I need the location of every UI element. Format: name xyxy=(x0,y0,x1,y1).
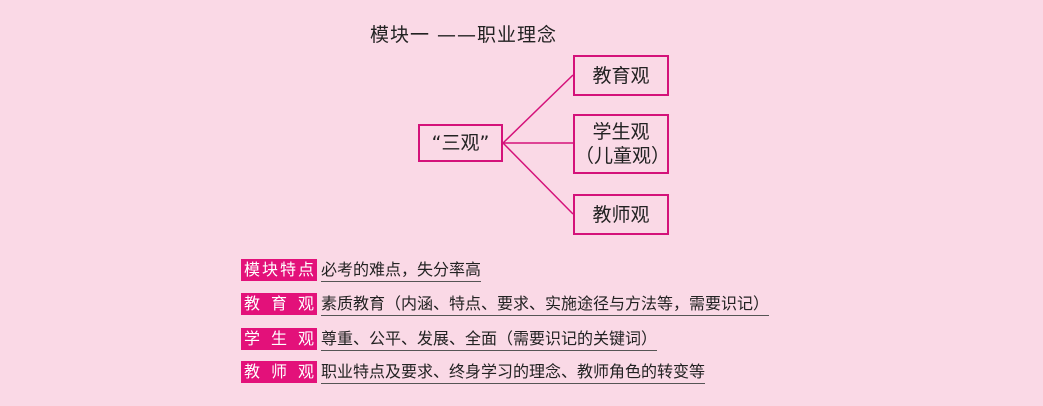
item-tag: 教 师 观 xyxy=(241,361,317,383)
mindmap-node-teacher-view: 教师观 xyxy=(573,194,669,235)
item-tag: 教 育 观 xyxy=(241,293,317,315)
node-sublabel: （儿童观） xyxy=(575,145,671,167)
mindmap-root-node: “三观” xyxy=(418,124,503,162)
item-description: 素质教育（内涵、特点、要求、实施途径与方法等，需要识记） xyxy=(321,293,770,316)
item-tag: 模 块 特 点 xyxy=(241,259,317,281)
node-label: 学生观 xyxy=(592,121,650,143)
mindmap-node-education-view: 教育观 xyxy=(573,55,669,96)
root-label: “三观” xyxy=(431,132,490,154)
item-module-feature: 模 块 特 点 必考的难点，失分率高 xyxy=(241,259,482,282)
item-tag: 学 生 观 xyxy=(241,328,317,350)
item-description: 尊重、公平、发展、全面（需要识记的关键词） xyxy=(321,328,658,351)
node-label: 教育观 xyxy=(592,64,650,87)
connector-line-1 xyxy=(502,74,574,144)
node-label: 教师观 xyxy=(592,203,650,226)
item-education-view: 教 育 观 素质教育（内涵、特点、要求、实施途径与方法等，需要识记） xyxy=(241,293,770,316)
item-teacher-view: 教 师 观 职业特点及要求、终身学习的理念、教师角色的转变等 xyxy=(241,361,706,384)
item-student-view: 学 生 观 尊重、公平、发展、全面（需要识记的关键词） xyxy=(241,328,658,351)
item-description: 职业特点及要求、终身学习的理念、教师角色的转变等 xyxy=(321,361,706,384)
connector-line-3 xyxy=(502,142,574,215)
mindmap-node-student-view: 学生观 （儿童观） xyxy=(573,114,671,174)
item-description: 必考的难点，失分率高 xyxy=(321,259,482,282)
module-title: 模块一 ——职业理念 xyxy=(370,24,558,46)
